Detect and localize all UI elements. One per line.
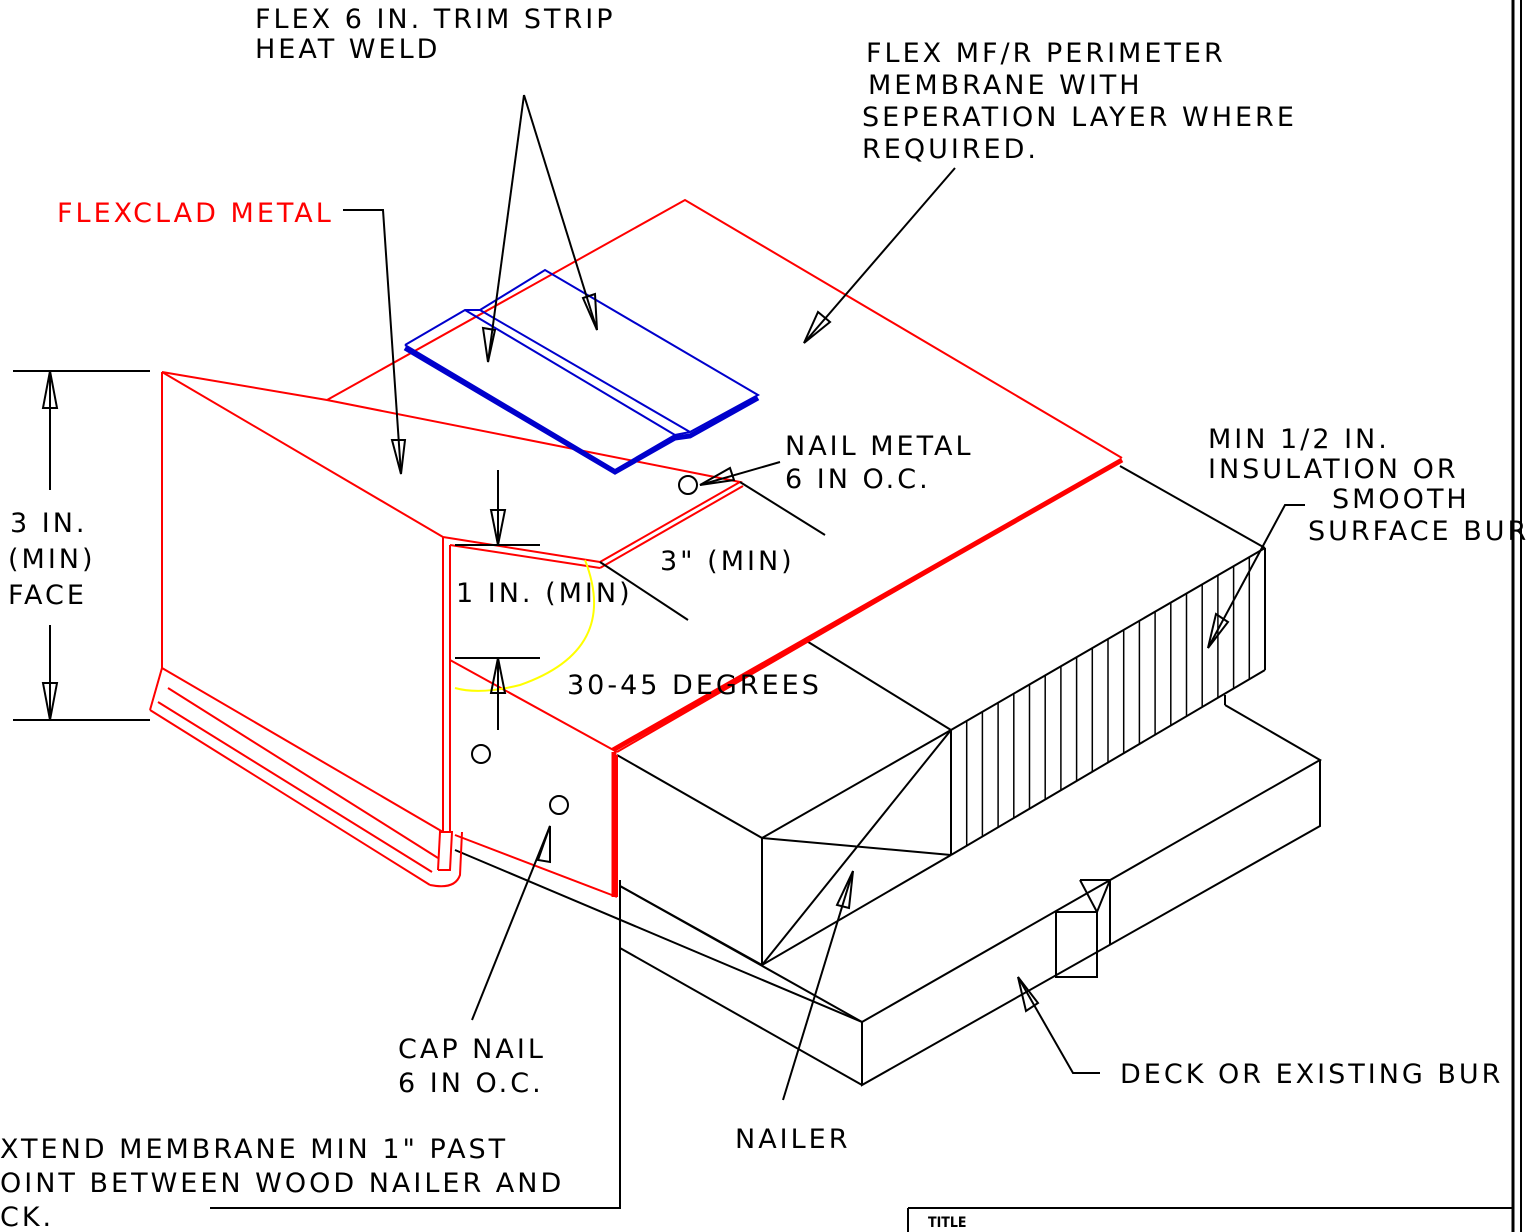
nail-metal-label-line-2: 6 IN O.C.: [785, 464, 931, 495]
extend-membrane-label-line-2: OINT BETWEEN WOOD NAILER AND: [0, 1168, 564, 1199]
one-inch-min-label: 1 IN. (MIN): [456, 578, 633, 609]
insulation-label-line-2: INSULATION OR: [1208, 454, 1459, 485]
nails: [471, 475, 698, 815]
nailer-label: NAILER: [735, 1124, 851, 1155]
insulation-label-line-3: SMOOTH: [1332, 484, 1470, 515]
cap-nail-label-line-1: CAP NAIL: [398, 1034, 546, 1065]
nail-metal-label-line-1: NAIL METAL: [785, 431, 974, 462]
perimeter-label-line-2: MEMBRANE WITH: [868, 70, 1143, 101]
face-label-line-1: 3 IN.: [10, 508, 88, 539]
perimeter-label-line-4: REQUIRED.: [862, 134, 1039, 165]
angle-arc: [454, 559, 595, 692]
flexclad-metal: [149, 371, 744, 898]
face-label-line-2: (MIN): [8, 544, 96, 575]
nailer: [616, 639, 952, 967]
deck: [454, 704, 1323, 1087]
title-block-label: TITLE: [928, 1215, 967, 1231]
cap-nail-label-line-2: 6 IN O.C.: [398, 1068, 544, 1099]
trim-strip-label-line-1: FLEX 6 IN. TRIM STRIP: [255, 4, 616, 35]
trim-strip-label-line-2: HEAT WELD: [255, 34, 440, 65]
insulation-label-line-1: MIN 1/2 IN.: [1208, 424, 1390, 455]
membrane-thick-edge: [611, 457, 1124, 897]
extend-membrane-label-line-1: XTEND MEMBRANE MIN 1" PAST: [0, 1134, 508, 1165]
insulation-label-line-4: SURFACE BUR: [1308, 516, 1526, 547]
leaders: [13, 94, 1305, 1209]
sheet-border: [1511, 0, 1522, 1232]
three-inch-min-label: 3" (MIN): [660, 546, 795, 577]
perimeter-label-line-3: SEPERATION LAYER WHERE: [862, 102, 1297, 133]
perimeter-label-line-1: FLEX MF/R PERIMETER: [866, 38, 1226, 69]
deck-label: DECK OR EXISTING BUR: [1120, 1059, 1503, 1090]
insulation-hatch: [965, 557, 1251, 846]
trim-strip-thick-edge: [403, 345, 760, 475]
title-block: [907, 1207, 1513, 1232]
trim-strip: [404, 268, 761, 472]
face-label-line-3: FACE: [8, 580, 87, 611]
flexclad-metal-label: FLEXCLAD METAL: [57, 198, 334, 229]
extend-membrane-label-line-3: CK.: [0, 1202, 54, 1232]
degrees-label: 30-45 DEGREES: [567, 670, 822, 701]
